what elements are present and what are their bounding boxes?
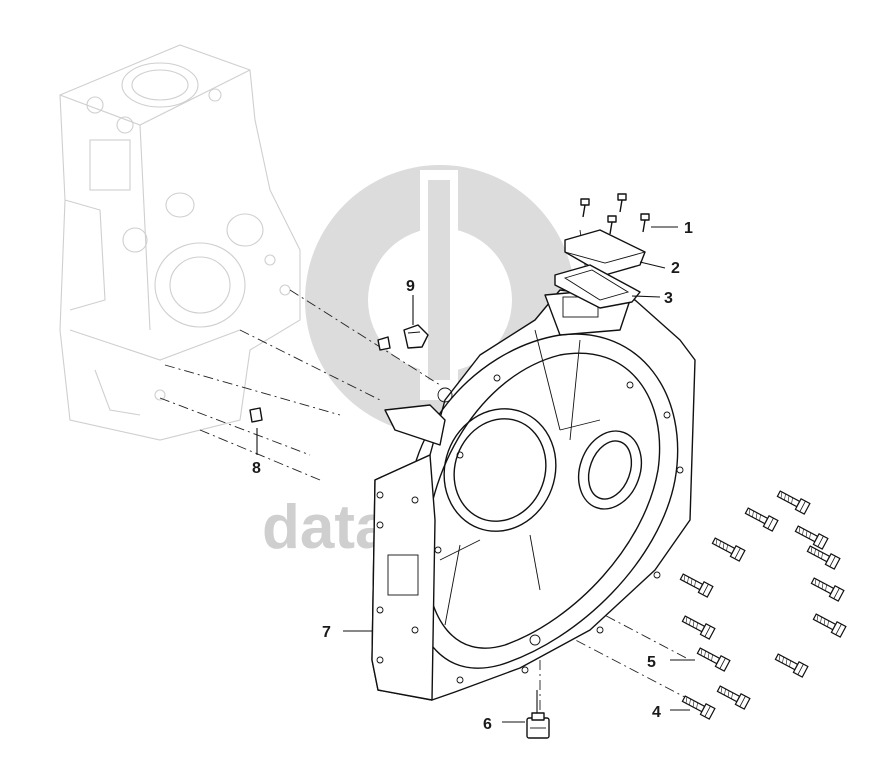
drain-plug [526,712,550,739]
engine-block-ghost [59,44,301,441]
callout-5: 5 [647,654,656,671]
bolt [696,647,731,672]
bolt [716,685,751,710]
flywheel-housing [371,289,696,701]
watermark-logo [305,165,575,435]
callout-7: 7 [322,624,331,641]
bolt [681,695,716,720]
callout-4: 4 [652,704,661,721]
bolt [774,653,809,678]
callout-9: 9 [406,278,415,295]
callout-labels: 1 2 3 4 5 6 7 8 9 [252,220,693,733]
cap-screws-top [580,193,650,235]
bolt [812,613,847,638]
plug-part [403,324,429,349]
bolt [776,490,811,515]
bolt [711,537,746,562]
cover-plate [564,229,646,276]
bolt [810,577,845,602]
callout-8: 8 [252,460,261,477]
bolt [806,545,841,570]
bolt [744,507,779,532]
callout-6: 6 [483,716,492,733]
bolt [679,573,714,598]
bolt [794,525,829,550]
bolt [681,615,716,640]
leader-lines [256,226,695,723]
gasket [554,264,641,309]
callout-1: 1 [684,220,693,237]
callout-3: 3 [664,290,673,307]
callout-2: 2 [671,260,680,277]
dowel-pins [249,336,391,423]
housing-bolts [679,490,847,720]
